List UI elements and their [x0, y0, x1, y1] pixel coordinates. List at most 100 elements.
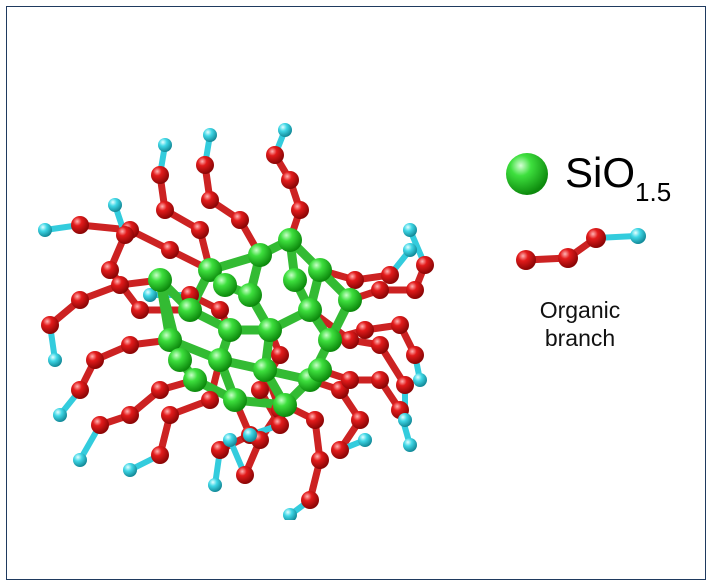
oxygen-atom	[371, 336, 389, 354]
silicon-atom	[168, 348, 192, 372]
oxygen-atom	[266, 146, 284, 164]
hydrogen-atom	[108, 198, 122, 212]
molecule-illustration	[38, 123, 434, 520]
hydrogen-atom	[123, 463, 137, 477]
hydrogen-atom	[208, 478, 222, 492]
oxygen-atom	[271, 416, 289, 434]
oxygen-atom	[71, 291, 89, 309]
silicon-atom	[308, 358, 332, 382]
hydrogen-atom	[38, 223, 52, 237]
legend-silica: SiO1.5	[503, 147, 715, 217]
oxygen-atom	[311, 451, 329, 469]
silicon-atom	[318, 328, 342, 352]
oxygen-atom	[291, 201, 309, 219]
organic-branch-label-line2: branch	[544, 325, 616, 351]
oxygen-atom	[351, 411, 369, 429]
hydrogen-atom	[278, 123, 292, 137]
silicon-atom	[183, 368, 207, 392]
silicon-atom	[248, 243, 272, 267]
silica-label: SiO1.5	[565, 149, 672, 207]
silicon-atom	[158, 328, 182, 352]
oxygen-atom	[151, 446, 169, 464]
hydrogen-atom	[223, 433, 237, 447]
silicon-atom	[253, 358, 277, 382]
silicon-atom	[278, 228, 302, 252]
oxygen-atom	[156, 201, 174, 219]
oxygen-atom	[231, 211, 249, 229]
silicon-atom	[298, 298, 322, 322]
hydrogen-atom	[143, 288, 157, 302]
oxygen-atom	[121, 336, 139, 354]
hydrogen-atom	[403, 223, 417, 237]
oxygen-atom	[201, 391, 219, 409]
oxygen-atom	[161, 241, 179, 259]
oxygen-atom	[271, 346, 289, 364]
oxygen-atom	[356, 321, 374, 339]
oxygen-atom	[41, 316, 59, 334]
silicon-atom	[223, 388, 247, 412]
silicon-atom	[238, 283, 262, 307]
oxygen-atom	[71, 381, 89, 399]
oxygen-atom	[111, 276, 129, 294]
silicon-atom	[178, 298, 202, 322]
silicon-atom	[308, 258, 332, 282]
hydrogen-atom	[398, 413, 412, 427]
oxygen-atom	[396, 376, 414, 394]
silicon-atom	[338, 288, 362, 312]
oxygen-atom	[406, 281, 424, 299]
oxygen-atom	[371, 281, 389, 299]
oxygen-atom	[121, 406, 139, 424]
silica-sphere-icon	[506, 153, 548, 195]
oxygen-atom	[251, 381, 269, 399]
organic-branch-icon	[516, 228, 646, 270]
oxygen-atom	[116, 226, 134, 244]
organic-branch-label: Organic branch	[520, 296, 640, 352]
oxygen-atom	[371, 371, 389, 389]
silicon-atom	[218, 318, 242, 342]
hydrogen-atom	[48, 353, 62, 367]
oxygen-atom	[201, 191, 219, 209]
oxygen-atom	[131, 301, 149, 319]
hydrogen-atom	[403, 438, 417, 452]
oxygen-atom	[211, 301, 229, 319]
hydrogen-atom	[203, 128, 217, 142]
organic-branch-label-line1: Organic	[539, 297, 621, 323]
silicon-atom	[148, 268, 172, 292]
oxygen-atom	[416, 256, 434, 274]
oxygen-atom	[281, 171, 299, 189]
oxygen-atom	[151, 381, 169, 399]
hydrogen-atom	[413, 373, 427, 387]
hydrogen-atom	[283, 508, 297, 520]
silicon-atom	[208, 348, 232, 372]
silicon-atom	[258, 318, 282, 342]
hydrogen-atom	[73, 453, 87, 467]
hydrogen-atom	[243, 428, 257, 442]
oxygen-atom	[381, 266, 399, 284]
oxygen-atom	[211, 441, 229, 459]
hydrogen-atom	[358, 433, 372, 447]
oxygen-atom	[236, 466, 254, 484]
hydrogen-atom	[158, 138, 172, 152]
oxygen-atom	[191, 221, 209, 239]
oxygen-atom	[161, 406, 179, 424]
oxygen-atom	[101, 261, 119, 279]
oxygen-atom	[71, 216, 89, 234]
oxygen-atom	[341, 371, 359, 389]
oxygen-atom	[86, 351, 104, 369]
silicon-atom	[213, 273, 237, 297]
oxygen-atom	[306, 411, 324, 429]
silicon-atom	[198, 258, 222, 282]
oxygen-atom	[301, 491, 319, 509]
hydrogen-atom	[403, 243, 417, 257]
silicon-atom	[273, 393, 297, 417]
hydrogen-atom	[53, 408, 67, 422]
oxygen-atom	[406, 346, 424, 364]
oxygen-atom	[346, 271, 364, 289]
oxygen-atom	[196, 156, 214, 174]
oxygen-atom	[391, 316, 409, 334]
oxygen-atom	[341, 331, 359, 349]
silicon-atom	[283, 268, 307, 292]
oxygen-atom	[331, 441, 349, 459]
oxygen-atom	[151, 166, 169, 184]
oxygen-atom	[91, 416, 109, 434]
